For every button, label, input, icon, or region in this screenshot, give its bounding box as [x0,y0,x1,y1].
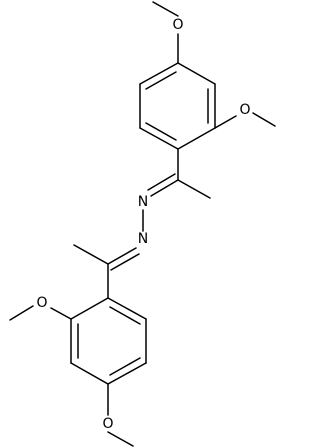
bond-upper-ring-4 [139,127,179,150]
bond-upper-ring-4-inner [145,122,177,141]
atom-label-oxygen-lower-para: O [102,416,113,432]
bond-upper-ring-6 [139,62,179,85]
atom-label-nitrogen-upper: N [138,194,148,210]
bond-lower-ring-1-inner [109,306,141,325]
bond-upper-ring-3 [177,127,216,150]
bond-lower-ring-1 [107,297,147,320]
bond-lower-ring-4 [70,362,109,385]
atom-label-oxygen-upper-para: O [172,17,183,33]
atom-label-oxygen-lower-ortho: O [36,295,47,311]
bond-upper-ortho-o-ch3 [252,112,276,127]
bond-upper-imine-c-methyl [177,179,211,199]
atom-label-oxygen-upper-ortho: O [239,102,250,118]
bond-lower-ortho-c-o [50,307,72,320]
bond-upper-ortho-c-o [214,115,237,129]
bond-lower-imine-c-methyl [73,244,109,265]
atom-label-nitrogen-lower: N [138,231,148,247]
bond-lower-ring-3-inner [109,357,141,376]
chemical-structure-diagram: O O N N O O [9,1,276,447]
bond-lower-ring-3 [107,362,147,385]
bond-upper-c-n-double-a [150,179,179,197]
lower-phenyl-ring [70,297,147,385]
bond-lower-c-n-double-a [107,247,137,265]
bond-upper-ring-6-inner [145,71,177,90]
bond-lower-ortho-o-ch3 [9,305,34,321]
bond-upper-c-n-double-b [147,173,176,191]
bond-lower-para-o-ch3 [107,431,134,447]
bond-lower-c-n-double-b [110,253,140,271]
bond-upper-ring-1 [177,62,216,85]
upper-phenyl-ring [139,62,216,150]
bond-lower-ring-6 [70,297,109,320]
bond-upper-para-o-ch3 [152,1,179,17]
